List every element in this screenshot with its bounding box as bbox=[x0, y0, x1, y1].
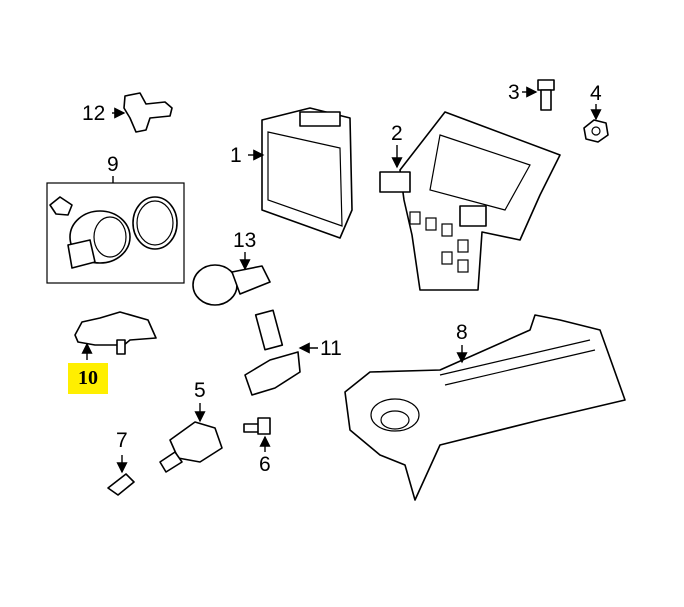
callout-5: 5 bbox=[194, 379, 206, 402]
callout-4: 4 bbox=[590, 82, 602, 105]
part-2-bracket[interactable] bbox=[379, 111, 561, 291]
callout-10-highlighted[interactable]: 10 bbox=[68, 363, 108, 394]
callout-7: 7 bbox=[116, 429, 128, 452]
callout-13: 13 bbox=[233, 229, 257, 252]
part-10-map-sensor[interactable] bbox=[74, 311, 157, 360]
callout-6: 6 bbox=[259, 453, 271, 476]
callout-12: 12 bbox=[82, 102, 106, 125]
part-3-bolt[interactable] bbox=[522, 79, 555, 111]
part-9-kit[interactable] bbox=[46, 176, 185, 284]
callout-3: 3 bbox=[508, 81, 520, 104]
part-13-knock-sensor[interactable] bbox=[192, 252, 271, 306]
part-1-module[interactable] bbox=[248, 107, 353, 239]
callout-8: 8 bbox=[456, 321, 468, 344]
callout-2: 2 bbox=[391, 122, 403, 145]
callout-1: 1 bbox=[230, 144, 242, 167]
part-8-cover[interactable] bbox=[344, 314, 626, 501]
part-5-valve[interactable] bbox=[159, 403, 223, 473]
part-12-sensor[interactable] bbox=[112, 92, 173, 133]
part-11-crank-sensor[interactable] bbox=[244, 309, 318, 396]
callout-11: 11 bbox=[320, 337, 342, 360]
part-7-sensor[interactable] bbox=[107, 455, 135, 496]
part-6-bolt[interactable] bbox=[243, 417, 271, 452]
callout-9: 9 bbox=[107, 153, 119, 176]
part-4-nut[interactable] bbox=[583, 104, 609, 143]
